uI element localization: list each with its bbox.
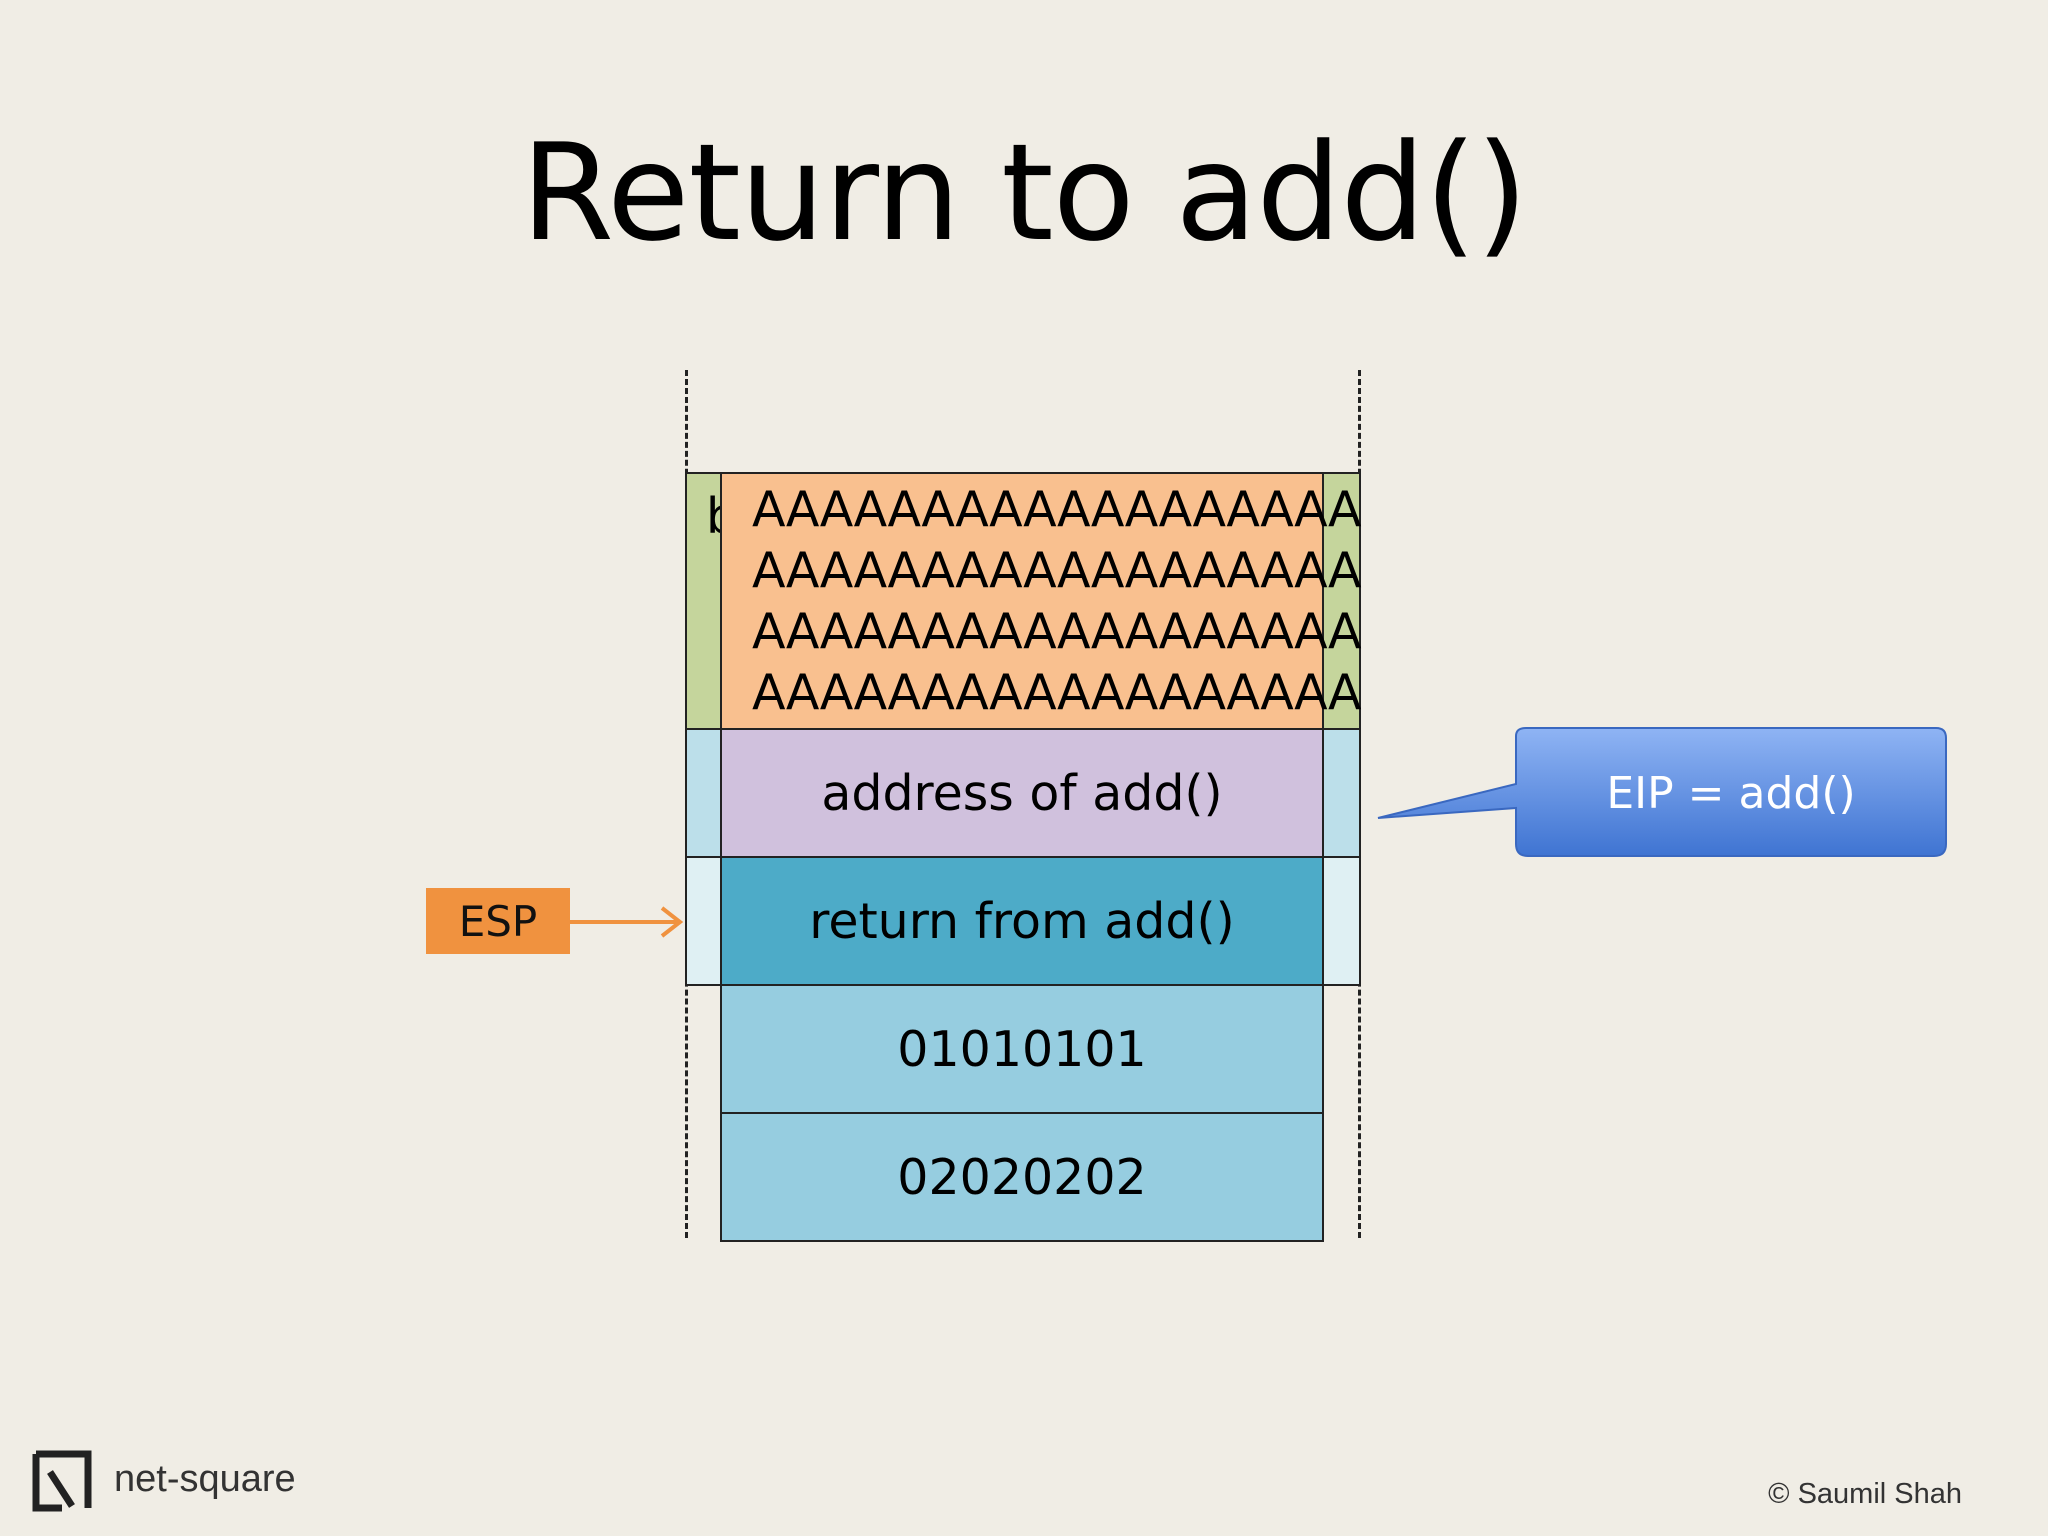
param1-cell: 01010101	[720, 984, 1324, 1114]
padding-row: AAAAAAAAAAAAAAAAAA	[752, 603, 1362, 660]
address-cell-label: address of add()	[821, 764, 1223, 822]
return-cell: return from add()	[720, 856, 1324, 986]
param2-cell-label: 02020202	[897, 1148, 1147, 1206]
padding-row: AAAAAAAAAAAAAAAAAA	[752, 542, 1362, 599]
param1-cell-label: 01010101	[897, 1020, 1147, 1078]
esp-label: ESP	[426, 888, 570, 954]
padding-rows: AAAAAAAAAAAAAAAAAA AAAAAAAAAAAAAAAAAA AA…	[752, 479, 1362, 723]
slide-title: Return to add()	[520, 115, 1528, 271]
esp-arrow-icon	[570, 906, 684, 938]
address-cell: address of add()	[720, 728, 1324, 858]
net-square-logo-text: net-square	[114, 1458, 296, 1500]
eip-callout-bubble	[1377, 727, 1947, 857]
net-square-logo-icon	[32, 1450, 92, 1512]
padding-row: AAAAAAAAAAAAAAAAAA	[752, 664, 1362, 721]
param2-cell: 02020202	[720, 1112, 1324, 1242]
padding-block	[720, 472, 1324, 730]
padding-row: AAAAAAAAAAAAAAAAAA	[752, 481, 1362, 538]
return-cell-label: return from add()	[809, 892, 1235, 950]
eip-callout-text: EIP = add()	[1606, 767, 1856, 819]
eip-callout: EIP = add()	[1516, 729, 1946, 857]
esp-label-text: ESP	[458, 896, 538, 946]
copyright-notice: © Saumil Shah	[1768, 1478, 1962, 1510]
